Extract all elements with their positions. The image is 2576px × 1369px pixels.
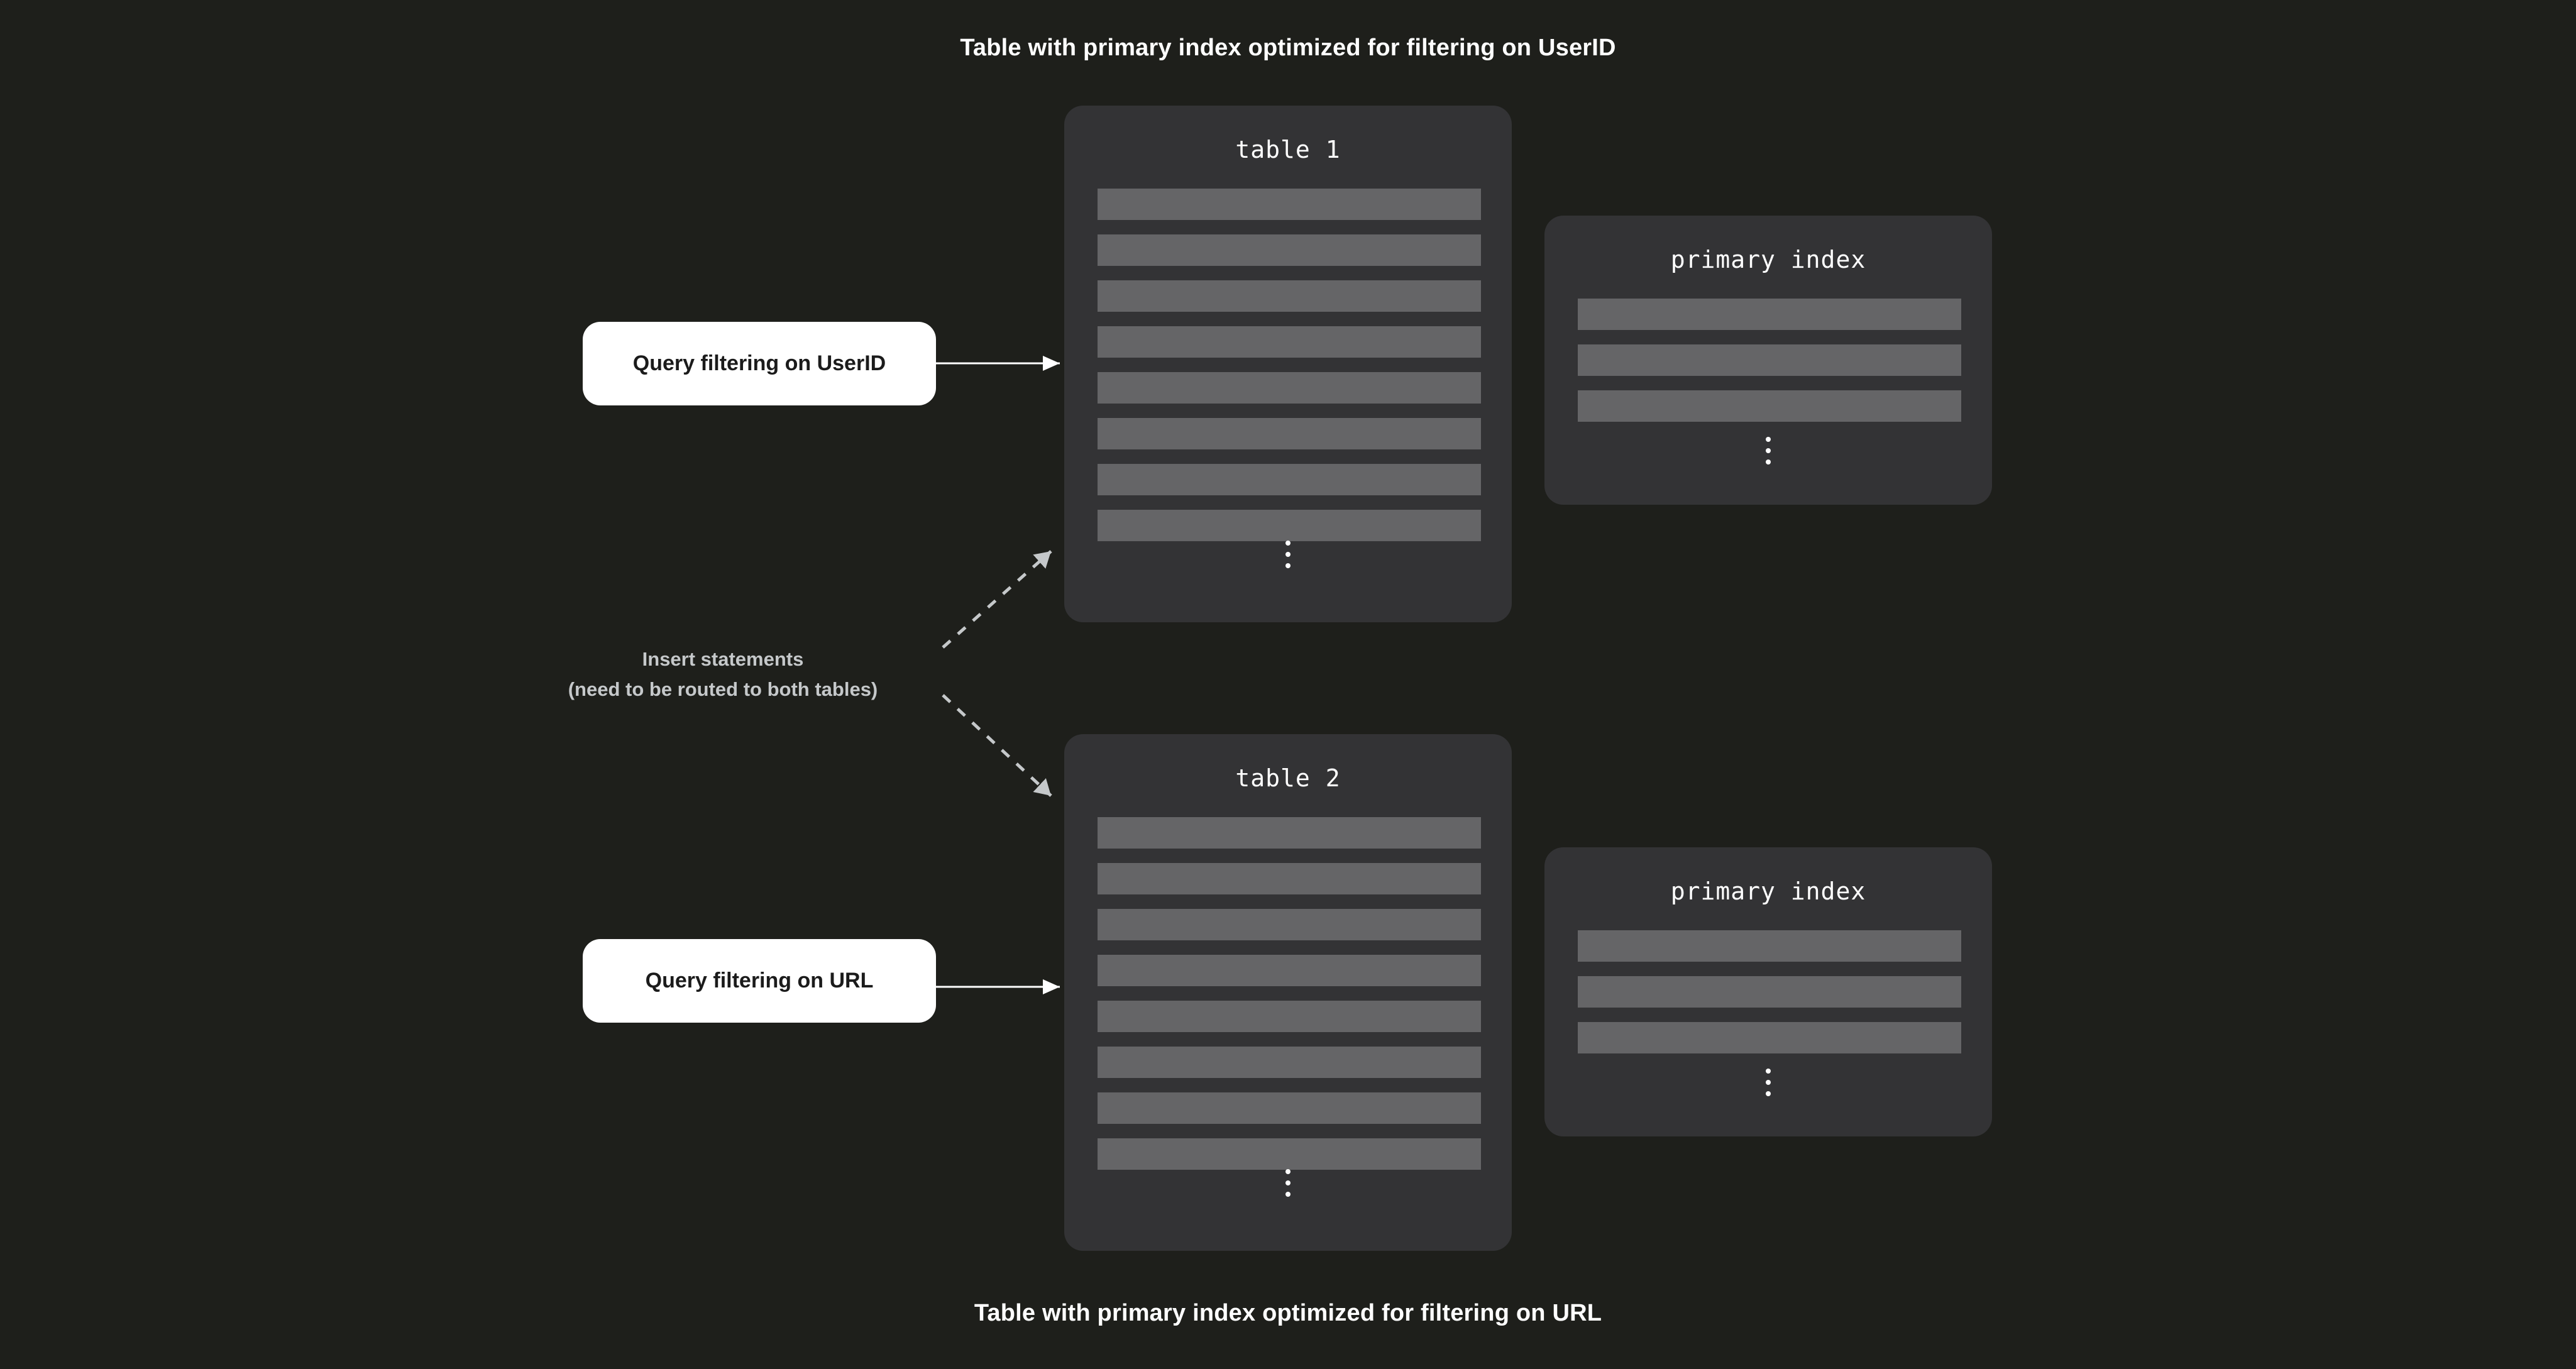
- top-title: Table with primary index optimized for f…: [960, 35, 1616, 61]
- table-row: [1098, 1001, 1481, 1032]
- query-filtering-userid-label: Query filtering on UserID: [632, 351, 886, 375]
- primary-index-1-panel[interactable]: primary index: [1544, 216, 1992, 505]
- table-row: [1098, 372, 1481, 404]
- primary-index-1-title: primary index: [1670, 246, 1866, 273]
- arrow-insert-to-table2: [942, 694, 1052, 797]
- table-row: [1098, 817, 1481, 849]
- table-1-ellipsis-icon: [1285, 541, 1291, 568]
- index-row: [1578, 930, 1961, 962]
- table-row: [1098, 863, 1481, 894]
- index-row: [1578, 976, 1961, 1008]
- index-row: [1578, 1022, 1961, 1053]
- table-row: [1098, 1138, 1481, 1170]
- table-row: [1098, 280, 1481, 312]
- table-row: [1098, 418, 1481, 449]
- primary-index-2-title: primary index: [1670, 877, 1866, 905]
- primary-index-2-panel[interactable]: primary index: [1544, 847, 1992, 1136]
- table-row: [1098, 955, 1481, 986]
- table-2-ellipsis-icon: [1285, 1169, 1291, 1197]
- index-row: [1578, 344, 1961, 376]
- bottom-title: Table with primary index optimized for f…: [974, 1300, 1602, 1326]
- table-row: [1098, 1092, 1481, 1124]
- index-row: [1578, 390, 1961, 422]
- table-1-title: table 1: [1235, 136, 1341, 163]
- table-row: [1098, 326, 1481, 358]
- table-row: [1098, 464, 1481, 495]
- query-filtering-userid-box[interactable]: Query filtering on UserID: [583, 322, 936, 405]
- table-row: [1098, 909, 1481, 940]
- table-row: [1098, 189, 1481, 220]
- insert-statements-line-1: Insert statements: [642, 648, 804, 670]
- index-row: [1578, 299, 1961, 330]
- insert-statements-label: Insert statements (need to be routed to …: [490, 644, 955, 705]
- table-2-title: table 2: [1235, 764, 1341, 792]
- primary-index-2-ellipsis-icon: [1766, 1069, 1771, 1096]
- table-row: [1098, 510, 1481, 541]
- arrow-insert-to-table1: [942, 550, 1052, 649]
- query-filtering-url-label: Query filtering on URL: [645, 969, 874, 992]
- primary-index-1-ellipsis-icon: [1766, 437, 1771, 465]
- table-2-panel[interactable]: table 2: [1064, 734, 1512, 1251]
- table-row: [1098, 234, 1481, 266]
- table-1-panel[interactable]: table 1: [1064, 106, 1512, 622]
- table-row: [1098, 1047, 1481, 1078]
- query-filtering-url-box[interactable]: Query filtering on URL: [583, 939, 936, 1023]
- insert-statements-line-2: (need to be routed to both tables): [568, 678, 878, 700]
